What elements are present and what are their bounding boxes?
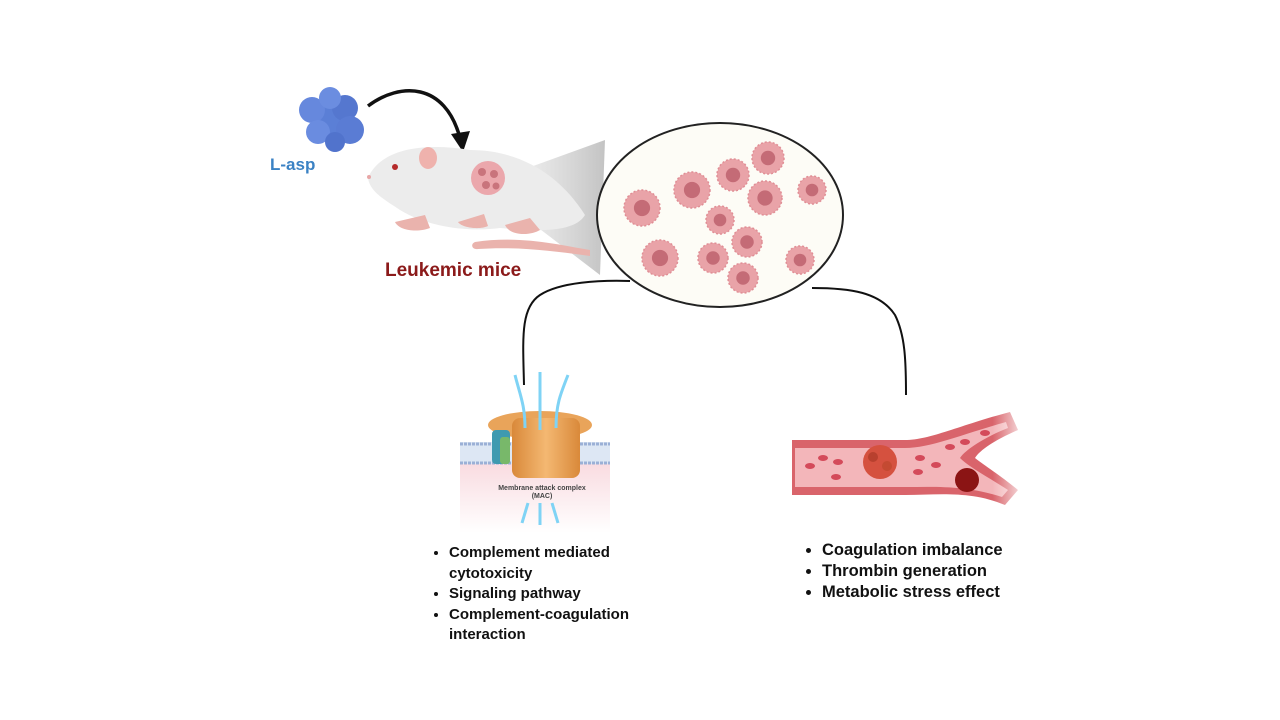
- protein-molecule-icon: [299, 87, 364, 152]
- injection-arrow: [366, 89, 462, 139]
- list-item: Metabolic stress effect: [822, 582, 1060, 603]
- list-item: Complement-coagulation interaction: [449, 605, 667, 646]
- drug-label: L-asp: [270, 155, 316, 174]
- cell-nucleus: [757, 190, 773, 206]
- blood-vessel-clot-icon: [780, 400, 1030, 510]
- tumor-icon: [471, 161, 505, 195]
- cell-nucleus: [706, 251, 720, 265]
- cell-nucleus: [740, 235, 754, 249]
- cell-nucleus: [793, 253, 807, 267]
- connector-right: [811, 287, 907, 396]
- list-item: Signaling pathway: [449, 584, 667, 605]
- list-item: Coagulation imbalance: [822, 540, 1060, 561]
- mouse-icon: [367, 147, 590, 256]
- coagulation-effects-list: Coagulation imbalance Thrombin generatio…: [800, 540, 1060, 603]
- model-label: Leukemic mice: [385, 260, 522, 281]
- cell-nucleus: [713, 213, 727, 227]
- list-item: Thrombin generation: [822, 561, 1060, 582]
- cell-nucleus: [725, 167, 741, 183]
- cell-nucleus: [683, 181, 701, 199]
- membrane-attack-complex-icon: [460, 372, 610, 533]
- leukemic-cells: [623, 141, 827, 294]
- connector-left: [522, 279, 631, 386]
- cell-nucleus: [633, 199, 651, 217]
- complement-effects-list: Complement mediated cytotoxicity Signali…: [427, 543, 667, 646]
- cell-nucleus: [651, 249, 669, 267]
- mac-caption: Membrane attack complex (MAC): [498, 485, 586, 500]
- list-item: Complement mediated cytotoxicity: [449, 543, 667, 584]
- cell-nucleus: [736, 271, 750, 285]
- cell-nucleus: [760, 150, 776, 166]
- cell-nucleus: [805, 183, 819, 197]
- arrow-head-icon: [451, 131, 470, 152]
